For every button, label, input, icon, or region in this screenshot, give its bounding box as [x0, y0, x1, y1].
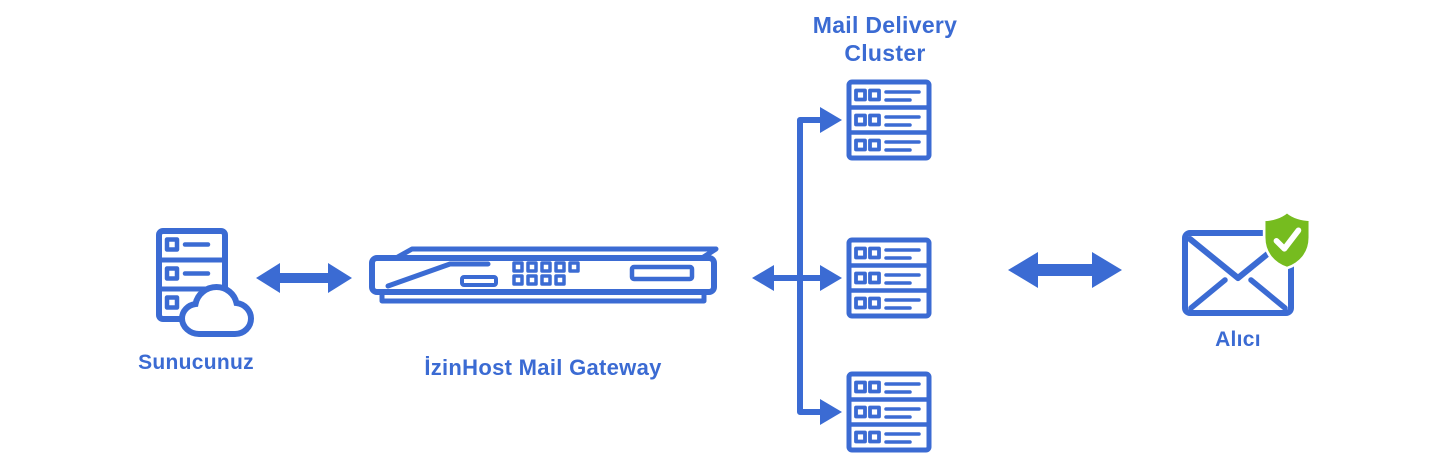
node-source: Sunucunuz	[132, 226, 260, 375]
server-stack-icon	[846, 79, 932, 161]
arrow-server-gateway-icon	[256, 263, 352, 293]
node-cluster-server-1	[845, 79, 933, 166]
node-gateway: İzinHost Mail Gateway	[362, 246, 724, 381]
gateway-label: İzinHost Mail Gateway	[424, 355, 662, 380]
node-cluster-server-3	[845, 371, 933, 458]
server-stack-icon	[846, 371, 932, 453]
node-cluster-server-2	[845, 237, 933, 324]
envelope-wrap	[1180, 210, 1312, 320]
cluster-title: Mail Delivery Cluster	[812, 12, 958, 66]
server-cloud-icon	[156, 228, 255, 337]
recipient-label: Alıcı	[1215, 328, 1261, 351]
arrow-cluster-recipient-icon	[1008, 252, 1122, 288]
source-label: Sunucunuz	[138, 351, 254, 374]
connector-gateway-cluster-icon	[752, 107, 842, 425]
server-stack-icon	[846, 237, 932, 319]
shield-check-icon	[1262, 210, 1312, 270]
mail-gateway-icon	[369, 246, 719, 304]
envelope-icon	[1182, 230, 1294, 316]
node-recipient: Alıcı	[1168, 210, 1312, 352]
